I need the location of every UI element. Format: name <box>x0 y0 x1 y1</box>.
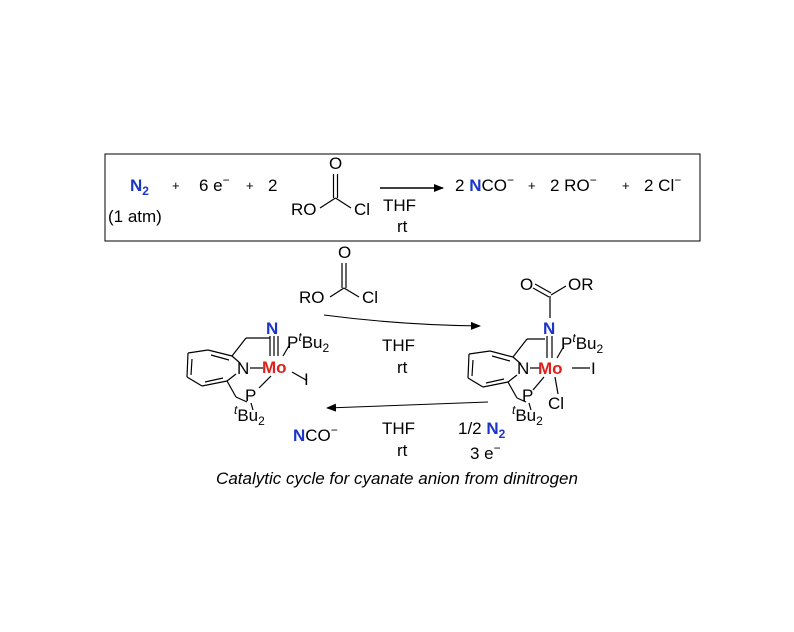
overall-equation: N2 (1 atm) + 6 e− + 2 O RO Cl THF rt 2 N… <box>104 153 701 242</box>
plus-sign: + <box>172 178 180 193</box>
equation-frame <box>104 153 701 242</box>
electron-reagent: 3 e− <box>470 441 501 463</box>
iodide-ligand: I <box>304 370 309 389</box>
figure-caption: Catalytic cycle for cyanate anion from d… <box>216 469 578 488</box>
alkoxy-group: RO <box>291 200 317 219</box>
chlorine-atom: Cl <box>354 200 370 219</box>
molybdenum-center: Mo <box>262 358 287 377</box>
phosphine-upper: PtBu2 <box>287 330 329 355</box>
chlorine-atom: Cl <box>362 288 378 307</box>
cyanate-product: 2 NCO− <box>455 173 514 195</box>
cycle-reagent-chloroformate: O RO Cl <box>299 243 378 307</box>
reverse-arrow <box>326 401 489 412</box>
chloride-ligand: Cl <box>548 394 564 413</box>
plus-sign: + <box>622 178 630 193</box>
carbonyl-oxygen: O <box>329 154 342 173</box>
carbamoyl-oxygen: O <box>520 275 533 294</box>
pyridine-nitrogen: N <box>517 359 529 378</box>
dinitrogen-reagent: 1/2 N2 <box>458 419 506 441</box>
alkoxy-group: RO <box>299 288 325 307</box>
carbonyl-oxygen: O <box>338 243 351 262</box>
iodide-ligand: I <box>591 359 596 378</box>
plus-sign: + <box>246 178 254 193</box>
molybdenum-center: Mo <box>538 359 563 378</box>
plus-sign: + <box>528 178 536 193</box>
reverse-temperature: rt <box>397 441 408 460</box>
reverse-solvent: THF <box>382 419 415 438</box>
tbu-lower: tBu2 <box>512 403 543 428</box>
cyanate-product: NCO− <box>293 423 338 445</box>
phosphine-upper: PtBu2 <box>561 331 603 356</box>
forward-temperature: rt <box>397 358 408 377</box>
chloroformate-coefficient: 2 <box>268 176 277 195</box>
phosphine-lower: P <box>522 386 533 405</box>
chloroformate-structure: O RO Cl <box>291 154 370 219</box>
solvent-label: THF <box>383 196 416 215</box>
carbamoyl-imido-complex: O OR N PtBu2 N Mo I P Cl tBu2 <box>467 275 603 428</box>
alkoxy-group: OR <box>568 275 594 294</box>
alkoxide-product: 2 RO− <box>550 173 597 195</box>
forward-solvent: THF <box>382 336 415 355</box>
electrons-label: 6 e− <box>199 173 230 195</box>
chloride-product: 2 Cl− <box>644 173 681 195</box>
nitride-complex: N PtBu2 N Mo I P tBu2 <box>186 319 329 428</box>
tbu-lower: tBu2 <box>234 403 265 428</box>
dinitrogen-label: N2 <box>130 176 149 198</box>
forward-arrow <box>323 314 481 330</box>
imido-nitrogen: N <box>543 319 555 338</box>
phosphine-lower: P <box>245 386 256 405</box>
pyridine-nitrogen: N <box>237 359 249 378</box>
temperature-label: rt <box>397 217 408 236</box>
nitride-nitrogen: N <box>266 319 278 338</box>
pressure-note: (1 atm) <box>108 207 162 226</box>
